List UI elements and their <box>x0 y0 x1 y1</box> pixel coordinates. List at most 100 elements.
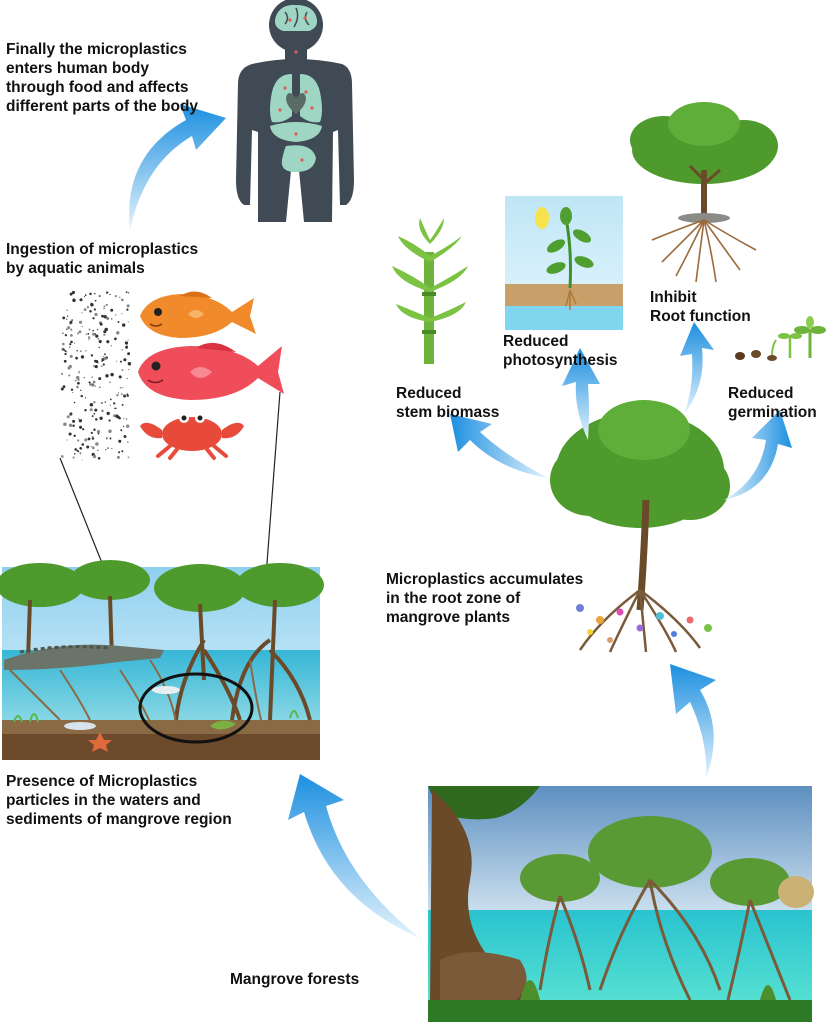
microplastic-speck <box>72 456 75 459</box>
microplastic-speck <box>63 422 67 427</box>
microplastic-speck <box>93 401 96 404</box>
microplastic-speck <box>106 340 110 344</box>
sun-icon <box>535 207 549 229</box>
microplastic-speck <box>73 434 76 437</box>
microplastic-speck <box>91 383 95 387</box>
microplastic-speck <box>102 363 105 366</box>
microplastic-speck <box>117 321 120 323</box>
microplastic-speck <box>93 308 97 311</box>
microplastic-speck <box>99 416 103 420</box>
microplastic-speck <box>63 359 67 363</box>
microplastic-speck <box>123 435 127 438</box>
microplastic-speck <box>115 314 117 316</box>
microplastic-speck <box>69 412 73 415</box>
microplastic-speck <box>68 432 72 436</box>
human-body-icon <box>236 0 354 222</box>
microplastic-speck <box>121 403 124 406</box>
microplastic-speck <box>120 429 123 432</box>
microplastic-speck <box>94 299 97 302</box>
microplastic-speck <box>81 325 83 328</box>
microplastic-speck <box>84 294 87 296</box>
microplastic-speck <box>92 380 96 384</box>
microplastic-speck <box>84 408 87 412</box>
microplastic-speck <box>69 346 71 348</box>
microplastic-speck <box>73 401 76 404</box>
label-human-body: Finally the microplastics enters human b… <box>6 41 199 115</box>
microplastic-speck <box>104 401 107 403</box>
microplastic-speck <box>121 313 123 315</box>
microplastic-speck <box>127 292 130 294</box>
microplastic-speck <box>74 379 77 382</box>
microplastic-speck <box>127 321 129 323</box>
label-reduced-stem: Reduced stem biomass <box>396 385 500 421</box>
microplastic-speck <box>113 402 116 405</box>
microplastic-speck <box>115 360 118 362</box>
microplastic-speck <box>94 312 98 317</box>
microplastic-speck <box>90 354 94 357</box>
microplastic-speck <box>109 398 112 401</box>
microplastic-speck <box>66 415 70 419</box>
microplastic-speck <box>75 356 78 360</box>
microplastic-speck <box>97 456 101 460</box>
microplastic-speck <box>105 449 107 451</box>
microplastic-speck <box>79 446 83 450</box>
microplastic-speck <box>118 375 122 379</box>
microplastic-speck <box>103 315 105 317</box>
microplastic-speck <box>90 302 92 304</box>
microplastic-speck <box>64 350 67 353</box>
arrow-to-human <box>129 104 226 230</box>
label-inhibit-root: Inhibit Root function <box>650 289 751 325</box>
microplastic-speck <box>77 332 79 335</box>
microplastic-speck <box>123 358 127 362</box>
microplastic-speck <box>114 337 117 341</box>
arrow-to-root-function <box>680 322 714 414</box>
microplastic-speck <box>100 401 104 405</box>
microplastic-speck <box>106 411 110 416</box>
microplastic-speck <box>72 424 75 427</box>
microplastic-speck <box>82 428 85 431</box>
microplastic-speck <box>105 303 108 307</box>
microplastic-speck <box>125 418 128 420</box>
microplastic-speck <box>60 455 64 458</box>
microplastic-speck <box>101 409 104 413</box>
microplastic-speck <box>78 419 83 423</box>
microplastic-speck <box>86 306 90 309</box>
microplastic-speck <box>62 332 64 334</box>
microplastic-speck <box>103 357 107 361</box>
microplastic-speck <box>123 394 127 398</box>
microplastic-speck <box>98 340 102 344</box>
photosynthesis-illustration <box>505 196 623 330</box>
microplastic-speck <box>101 314 104 318</box>
microplastic-speck <box>89 408 93 412</box>
microplastic-speck <box>126 308 129 311</box>
microplastic-speck <box>101 365 103 367</box>
microplastic-speck <box>66 439 68 441</box>
microplastic-speck <box>62 342 65 346</box>
microplastic-speck <box>99 322 103 326</box>
microplastic-speck <box>72 298 76 303</box>
microplastic-speck <box>74 342 76 344</box>
microplastic-speck <box>83 296 86 298</box>
microplastic-speck <box>116 455 120 459</box>
microplastic-speck <box>89 310 92 313</box>
microplastic-speck <box>104 327 108 332</box>
microplastic-speck <box>73 453 76 455</box>
microplastic-speck <box>122 386 124 389</box>
microplastic-speck <box>66 309 68 312</box>
root-tree-icon <box>630 102 778 283</box>
microplastic-speck <box>69 343 72 346</box>
label-mangrove-forests: Mangrove forests <box>230 971 360 988</box>
arrow-to-stem <box>450 414 548 478</box>
microplastic-speck <box>126 304 130 308</box>
microplastic-speck <box>70 334 73 337</box>
microplastic-speck <box>107 447 109 449</box>
microplastic-speck <box>79 298 83 302</box>
microplastic-speck <box>86 445 90 449</box>
microplastic-speck <box>91 446 95 450</box>
microplastic-speck <box>88 381 91 384</box>
label-accumulates: Microplastics accumulates in the root zo… <box>386 571 584 626</box>
microplastic-speck <box>78 418 80 420</box>
microplastic-speck <box>72 419 76 423</box>
microplastic-speck <box>127 352 131 356</box>
fish-icon <box>138 291 284 400</box>
